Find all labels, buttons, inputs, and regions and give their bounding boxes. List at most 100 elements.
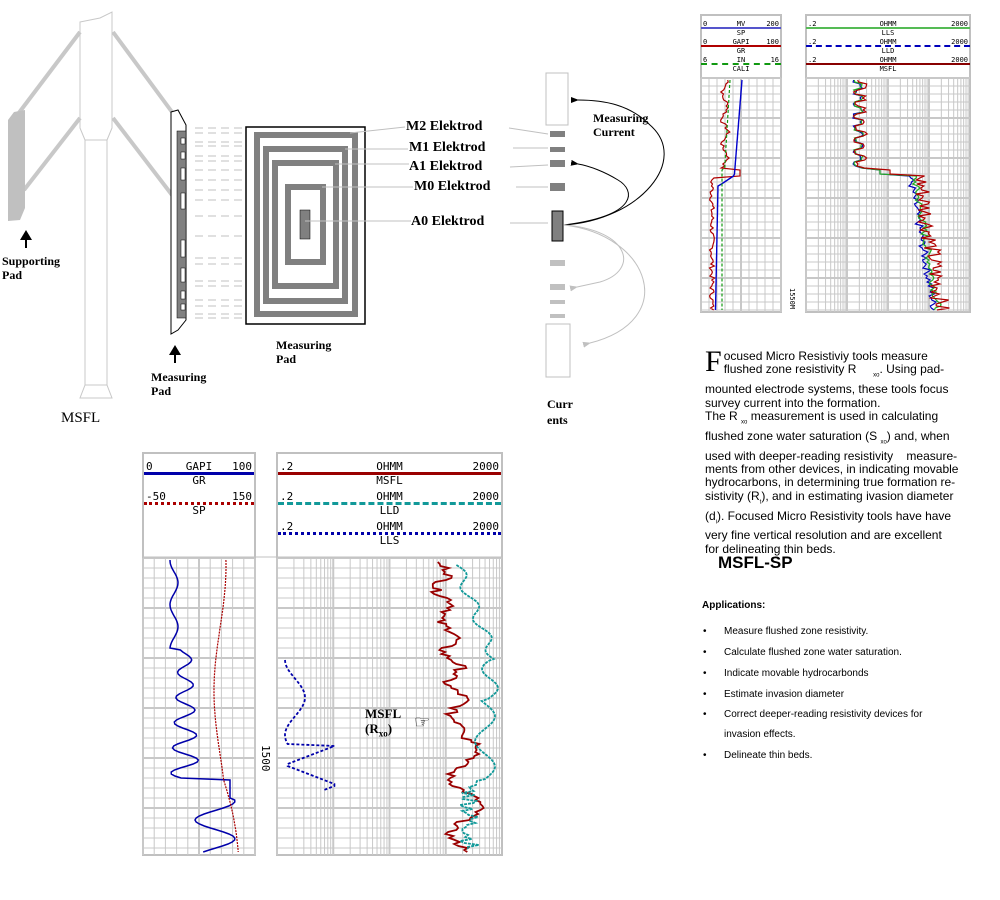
desc-line: measurement is used in calculating — [747, 409, 939, 424]
desc-line: ), and in estimating ivasion diameter — [761, 488, 954, 503]
scale-min: 0 — [146, 460, 153, 473]
measuring-current-label: Measuring Current — [593, 111, 649, 139]
up-arrows — [20, 230, 181, 363]
measuring-pad-front-label: Measuring Pad — [276, 338, 332, 366]
gr-curve — [169, 559, 236, 853]
scale-max: 2000 — [472, 460, 500, 473]
curve-legend-line — [806, 45, 970, 47]
scale-max: 2000 — [472, 490, 500, 503]
desc-line: hydrocarbons, in determining true format… — [705, 475, 956, 490]
subscript: xo — [880, 439, 887, 446]
subscript: i — [715, 519, 718, 526]
curve-name: CALI — [732, 65, 750, 73]
scale-max: 100 — [232, 460, 252, 473]
desc-line: survey current into the formation. — [705, 395, 881, 410]
curve-name: MSFL — [879, 65, 897, 73]
scale-unit: OHMM — [879, 38, 897, 46]
log-grid — [276, 557, 502, 855]
log-grid — [700, 77, 782, 312]
curve-name: LLS — [379, 534, 400, 547]
annotation-text: (R — [365, 721, 379, 736]
annotation-subscript: xo — [378, 728, 388, 739]
bullet-icon: • — [703, 709, 707, 720]
msfl-annotation: MSFL (Rxo) — [365, 706, 401, 742]
subscript: xo — [873, 372, 880, 379]
scale-unit: OHMM — [879, 56, 897, 64]
curve-name: GR — [736, 47, 746, 55]
subscript: xo — [741, 419, 748, 426]
desc-line: flushed zone resistivity R — [723, 362, 857, 377]
desc-line: ) and, when — [886, 428, 950, 443]
scale-max: 150 — [232, 490, 252, 503]
sp-curve — [213, 559, 239, 853]
electrode-leader-lines — [305, 126, 549, 224]
curve-name: LLS — [881, 29, 895, 37]
curve-legend-line — [278, 472, 501, 475]
desc-line: mounted electrode systems, these tools f… — [705, 382, 949, 397]
scale-unit: MV — [736, 20, 746, 28]
msfl-tool-body — [79, 11, 113, 399]
msfl-tool-label: MSFL — [61, 410, 101, 426]
scale-min: .2 — [280, 520, 294, 533]
lld-curve — [852, 79, 938, 311]
annotation-title: MSFL — [365, 706, 402, 721]
annotation-text: ) — [387, 721, 393, 736]
scale-max: 2000 — [951, 38, 968, 46]
curve-legend-line — [144, 502, 254, 505]
lls-curve — [284, 659, 336, 791]
top-log-depth: 1550M — [788, 288, 796, 310]
desc-line: very fine vertical resolution and are ex… — [705, 528, 942, 543]
application-item: Measure flushed zone resistivity. — [724, 626, 869, 637]
measuring-pad-side — [170, 109, 187, 335]
electrode-label-a0: A0 Elektrod — [411, 214, 485, 229]
msfl-curve — [429, 561, 485, 853]
desc-line: used with deeper-reading resistivity mea… — [705, 448, 958, 463]
gr-curve — [708, 79, 741, 311]
curve-legend-line — [806, 63, 970, 65]
curve-name: SP — [736, 29, 746, 37]
currents-label: Curr ents — [547, 397, 573, 427]
desc-line: sistivity (R — [705, 488, 760, 503]
scale-min: .2 — [808, 56, 817, 64]
lld-curve — [455, 564, 499, 850]
scale-min: .2 — [808, 20, 817, 28]
description-paragraph: F ocused Micro Resistiviy tools measure … — [705, 347, 970, 556]
pointing-hand-icon: ☞ — [414, 712, 431, 732]
msfl-curve — [852, 79, 950, 311]
supporting-pad-label: Supporting Pad — [2, 254, 61, 282]
curve-legend-line — [701, 27, 781, 29]
curve-name: MSFL — [376, 474, 403, 487]
scale-unit: OHMM — [376, 460, 403, 473]
electrode-label-a1: A1 Elektrod — [409, 159, 483, 174]
curve-legend-line — [806, 27, 970, 29]
sp-curve — [714, 79, 743, 310]
subscript: t — [759, 499, 762, 506]
tool-arms — [13, 30, 174, 197]
measuring-pad-side-label: Measuring Pad — [151, 370, 207, 398]
scale-max: 200 — [766, 20, 779, 28]
scale-unit: IN — [736, 56, 746, 64]
scale-max: 2000 — [472, 520, 500, 533]
desc-line: ments from other devices, in indicating … — [705, 462, 959, 477]
application-item: Calculate flushed zone water saturation. — [724, 647, 902, 658]
application-item: Estimate invasion diameter — [724, 689, 845, 700]
electrode-label-m1: M1 Elektrod — [409, 140, 486, 155]
desc-line: The R — [705, 409, 738, 424]
scale-max: 100 — [766, 38, 779, 46]
applications-heading: Applications: — [702, 600, 766, 611]
application-item: Indicate movable hydrocarbonds — [724, 668, 869, 679]
curve-name: LLD — [881, 47, 895, 55]
scale-min: .2 — [280, 460, 294, 473]
projection-dashes — [195, 127, 242, 319]
bottom-log-depth: 1500 — [259, 745, 272, 772]
curve-legend-line — [278, 532, 501, 535]
scale-unit: OHMM — [879, 20, 897, 28]
current-arrows — [563, 96, 665, 348]
curve-name: GR — [192, 474, 206, 487]
scale-unit: OHMM — [376, 490, 403, 503]
log-plots — [142, 14, 971, 856]
application-item: Delineate thin beds. — [724, 750, 813, 761]
bullet-icon: • — [703, 647, 707, 658]
desc-line: (d — [705, 508, 716, 523]
